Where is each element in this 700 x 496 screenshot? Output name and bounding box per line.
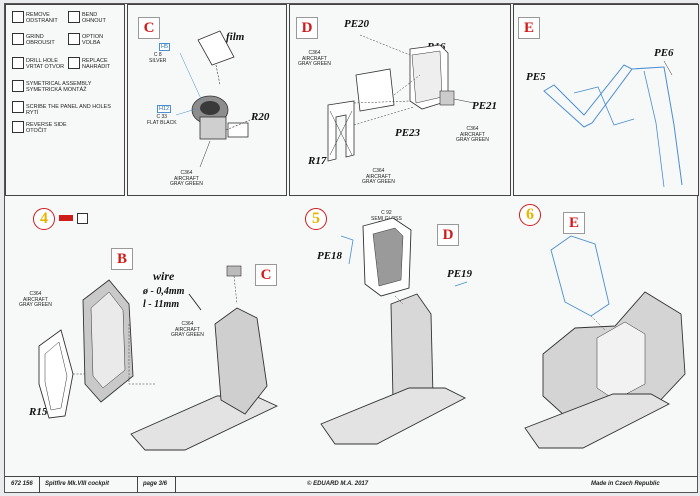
part-pe23: PE23	[395, 127, 421, 139]
panel-c: C film H5 C 8 SILVER H12 C 33 FLAT BLACK…	[127, 4, 287, 196]
legend-replace: REPLACE NAHRADIT	[82, 58, 111, 70]
panel-e: E PE5 PE6	[513, 4, 699, 196]
paint-h12: H12	[157, 105, 172, 113]
footer-copyright: © EDUARD M.A. 2017	[307, 481, 369, 487]
part-r17: R17	[308, 155, 327, 167]
legend-remove: REMOVE ODSTRANIT	[26, 12, 58, 24]
option-icon	[68, 33, 80, 45]
panel-letter-d: D	[296, 17, 318, 39]
step4-letter-b: B	[111, 248, 133, 270]
remove-icon	[12, 11, 24, 23]
grind-icon	[12, 33, 24, 45]
part-pe21: PE21	[472, 100, 498, 112]
paint-h5: H5	[159, 43, 171, 51]
footer-title: Spitfire Mk.VIII cockpit	[45, 481, 110, 487]
drill-icon	[12, 57, 24, 69]
footer-made-in: Made in Czech Republic	[591, 481, 660, 487]
step-number-6: 6	[519, 204, 541, 226]
paint-c364-d2: C364 AIRCRAFT GRAY GREEN	[456, 126, 489, 143]
paint-c364-d3: C364 AIRCRAFT GRAY GREEN	[362, 168, 395, 185]
step4-letter-c: C	[255, 264, 277, 286]
footer-code: 672 156	[11, 481, 33, 487]
label-wire-length: l - 11mm	[143, 299, 180, 310]
panel-d-drawing	[327, 34, 475, 162]
step6-letter-e: E	[563, 212, 585, 234]
remove-marker	[59, 215, 73, 221]
symbol-legend: REMOVE ODSTRANIT BEND OHNOUT GRIND OBROU…	[5, 4, 125, 196]
paint-c364-d1: C364 AIRCRAFT GRAY GREEN	[298, 50, 331, 67]
legend-reverse: REVERSE SIDE OTOČIT	[26, 122, 67, 134]
legend-drill: DRILL HOLE VRTAT OTVOR	[26, 58, 65, 70]
paint-c364-step4b: C364 AIRCRAFT GRAY GREEN	[171, 321, 204, 338]
paint-c33: C 33 FLAT BLACK	[147, 114, 177, 126]
label-wire-diameter: ø - 0,4mm	[143, 286, 185, 297]
panel-letter-e: E	[518, 17, 540, 39]
paint-c364-step4a: C364 AIRCRAFT GRAY GREEN	[19, 291, 52, 308]
part-pe20: PE20	[344, 18, 370, 30]
footer: 672 156 Spitfire Mk.VIII cockpit page 3/…	[5, 476, 697, 493]
legend-symmetry: SYMETRICAL ASSEMBLY SYMETRICKÁ MONTÁŽ	[26, 81, 92, 93]
replace-marker-icon	[77, 213, 88, 224]
panel-d: D PE20 R16 PE21 PE23 R17 C364 AIRCRAFT G…	[289, 4, 511, 196]
symmetry-icon	[12, 80, 24, 92]
reverse-icon	[12, 121, 24, 133]
part-r20: R20	[251, 111, 270, 123]
step-number-4: 4	[33, 208, 55, 230]
legend-grind: GRIND OBROUSIT	[26, 34, 55, 46]
part-pe5: PE5	[526, 71, 546, 83]
legend-scribe: SCRIBE THE PANEL AND HOLES RYTÍ	[26, 104, 111, 116]
panel-letter-c: C	[138, 17, 160, 39]
paint-c8: C 8 SILVER	[149, 52, 167, 64]
label-film: film	[226, 31, 245, 43]
panel-c-drawing	[175, 30, 251, 168]
scribe-icon	[12, 101, 24, 113]
bend-icon	[68, 11, 80, 23]
part-r15: R15	[29, 406, 48, 418]
part-pe19: PE19	[447, 268, 473, 280]
instruction-sheet: REMOVE ODSTRANIT BEND OHNOUT GRIND OBROU…	[4, 3, 699, 493]
replace-icon	[68, 57, 80, 69]
panel-e-drawing	[543, 60, 683, 188]
legend-bend: BEND OHNOUT	[82, 12, 106, 24]
part-pe18: PE18	[317, 250, 343, 262]
label-wire: wire	[153, 269, 175, 283]
assembly-drawings	[38, 217, 686, 451]
step5-letter-d: D	[437, 224, 459, 246]
footer-page: page 3/6	[143, 481, 168, 487]
part-pe6: PE6	[654, 47, 674, 59]
paint-c364-c: C364 AIRCRAFT GRAY GREEN	[170, 170, 203, 187]
step-number-5: 5	[305, 208, 327, 230]
legend-option: OPTION VOLBA	[82, 34, 104, 46]
